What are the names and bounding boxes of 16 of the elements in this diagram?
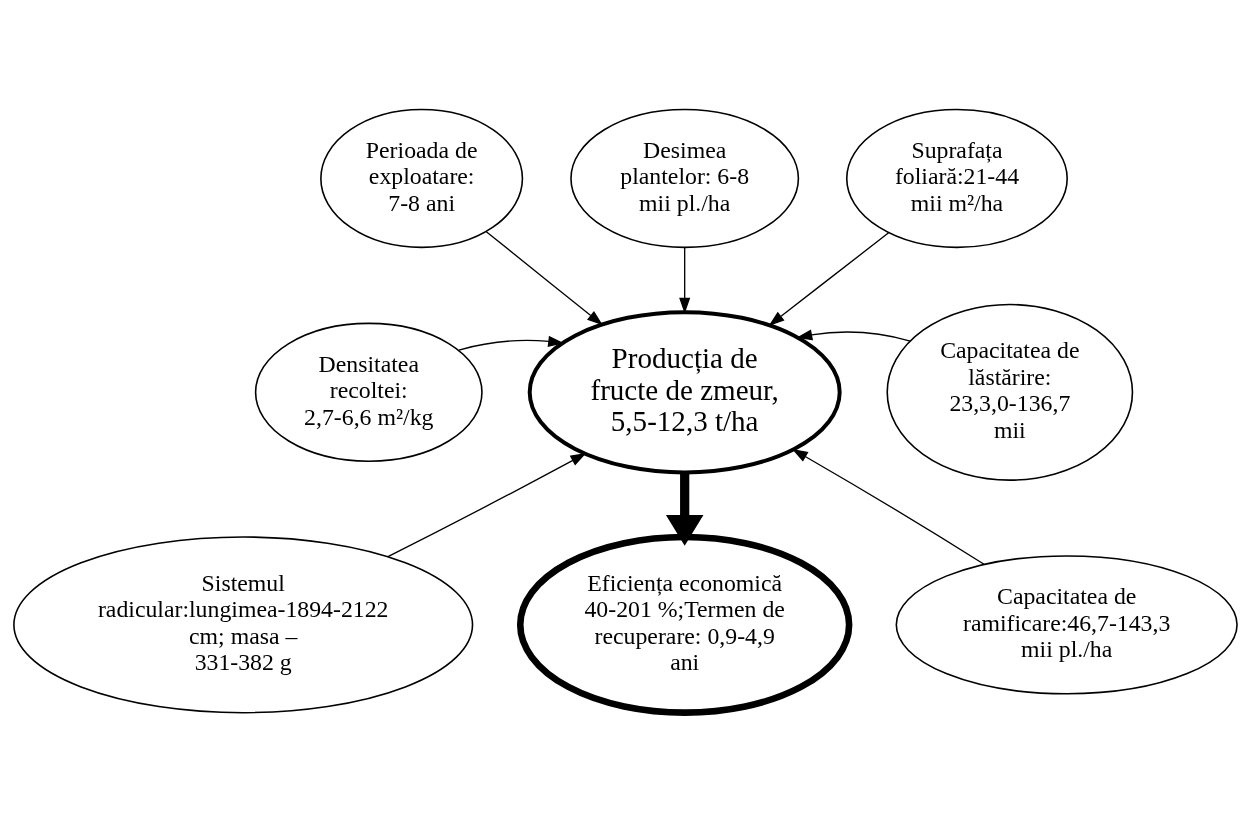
node-ellipse: Desimea plantelor: 6-8 mii pl./ha xyxy=(570,108,800,249)
node-ellipse: Suprafața foliară:21-44 mii m²/ha xyxy=(845,108,1068,249)
arrow xyxy=(485,231,603,326)
node-ellipse: Perioada de exploatare: 7-8 ani xyxy=(320,108,524,249)
node-ellipse: Capacitatea de ramificare:46,7-143,3 mii pl./ha xyxy=(895,555,1238,695)
arrow xyxy=(792,448,985,565)
arrow xyxy=(665,472,704,546)
node-ellipse: Eficiența economică 40-201 %;Termen de recuperare: 0,9-4,9 ani xyxy=(516,533,853,716)
arrow xyxy=(387,453,587,558)
node-ellipse: Capacitatea de lăstărire: 23,3,0-136,7 mii xyxy=(886,303,1134,481)
node-ellipse: Densitatea recoltei: 2,7-6,6 m²/kg xyxy=(254,322,483,463)
arrow xyxy=(796,329,911,342)
arrow xyxy=(768,232,890,326)
arrow xyxy=(458,335,565,351)
arrow xyxy=(679,247,691,314)
node-ellipse: Sistemul radicular:lungimea-1894-2122 cm; masa – 331-382 g xyxy=(13,536,474,714)
